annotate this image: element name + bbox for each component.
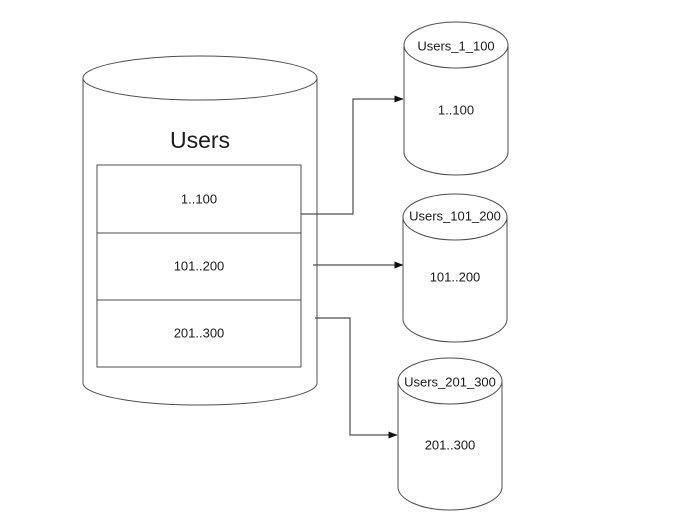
shard-cylinder-1: Users_1_100 1..100 bbox=[403, 21, 509, 176]
shard1-top-ellipse bbox=[403, 21, 509, 69]
shard2-range-label: 101..200 bbox=[430, 270, 481, 285]
shard-cylinder-2: Users_101_200 101..200 bbox=[402, 193, 508, 343]
shard3-body bbox=[397, 381, 503, 511]
partition-table-border bbox=[96, 164, 302, 368]
shard1-title: Users_1_100 bbox=[417, 39, 494, 54]
shard3-title: Users_201_300 bbox=[404, 375, 496, 390]
shard-cylinder-3: Users_201_300 201..300 bbox=[397, 357, 503, 511]
arrow-partition3-to-shard3 bbox=[315, 317, 398, 439]
partition-label-3: 201..300 bbox=[174, 326, 225, 341]
partition-label-2: 101..200 bbox=[174, 259, 225, 274]
users-db-top-ellipse bbox=[82, 55, 318, 101]
arrow-partition1-to-shard1 bbox=[301, 95, 404, 215]
partition-label-1: 1..100 bbox=[181, 192, 217, 207]
shard1-range-label: 1..100 bbox=[438, 103, 474, 118]
partition-table: 1..100 101..200 201..300 bbox=[96, 164, 302, 368]
shard3-top-ellipse bbox=[397, 357, 503, 405]
shard2-title: Users_101_200 bbox=[409, 209, 501, 224]
users-database-cylinder: Users 1..100 101..200 201..300 bbox=[82, 55, 318, 406]
shard2-body bbox=[402, 217, 508, 343]
users-db-title: Users bbox=[170, 127, 230, 153]
shard2-top-ellipse bbox=[402, 193, 508, 241]
shard3-range-label: 201..300 bbox=[425, 438, 476, 453]
shard1-body bbox=[403, 45, 509, 176]
